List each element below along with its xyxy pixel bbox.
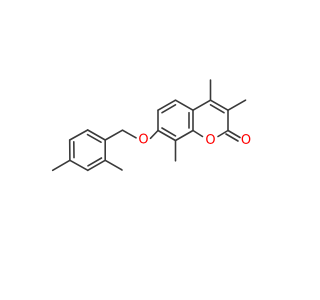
benzyl-ether-linker (104, 129, 159, 141)
bond (104, 159, 123, 171)
ring-oxygen-label: O (205, 133, 215, 148)
bond (86, 129, 106, 141)
bond (161, 104, 177, 114)
bond (209, 99, 229, 111)
ether-oxygen-label: O (138, 133, 148, 148)
bond (68, 129, 89, 141)
bond (192, 99, 212, 111)
bond (87, 157, 103, 167)
bond (69, 159, 89, 172)
bond (174, 129, 194, 142)
bond (87, 159, 106, 172)
bond (161, 127, 177, 137)
bond (121, 129, 137, 139)
bond (227, 99, 247, 111)
carbonyl-oxygen-label: O (241, 133, 251, 148)
coumarin-core (157, 79, 247, 162)
bond (209, 104, 225, 114)
bond (192, 129, 204, 138)
bond (149, 129, 159, 140)
bond (174, 99, 194, 111)
bond (217, 129, 229, 138)
methylphenyl-ring (51, 129, 123, 172)
bond (157, 129, 177, 142)
bond (104, 129, 124, 141)
bond (86, 133, 102, 143)
bond (227, 129, 241, 139)
bond (157, 99, 177, 111)
molecule-structure-diagram: O O O (51, 79, 251, 172)
bond (51, 159, 71, 172)
bond (225, 133, 239, 142)
